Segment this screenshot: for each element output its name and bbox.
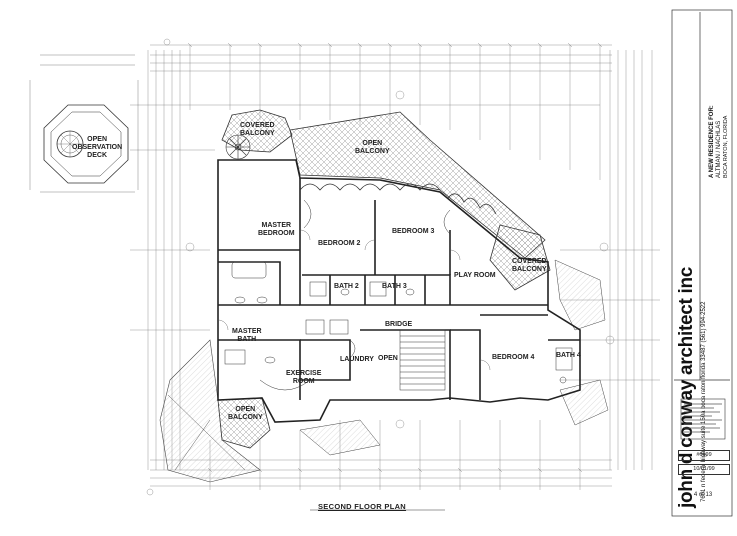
room-label-bath-2: BATH 2: [334, 283, 359, 290]
drawing-date: 10/01/99: [678, 464, 730, 475]
room-label-bedroom-2: BEDROOM 2: [318, 240, 361, 247]
room-label-open-balcony-bottom: OPEN BALCONY: [228, 406, 263, 421]
project-location: BOCA RATON, FLORIDA: [723, 115, 729, 178]
project-title: A NEW RESIDENCE FOR:: [709, 105, 715, 178]
job-number: #6999: [678, 450, 730, 461]
room-label-bath-4: BATH 4: [556, 352, 581, 359]
room-label-open-observation-deck: OPEN OBSERVATION DECK: [72, 136, 123, 159]
room-label-open-balcony-top: OPEN BALCONY: [355, 140, 390, 155]
room-label-bedroom-4: BEDROOM 4: [492, 354, 535, 361]
room-label-laundry: LAUNDRY: [340, 356, 374, 363]
plan-title: SECOND FLOOR PLAN: [318, 502, 407, 511]
sheet-number: 4 of 13: [693, 492, 713, 498]
room-label-bridge: BRIDGE: [385, 321, 413, 328]
title-block: john d conway architect inc 7601 n feder…: [672, 10, 732, 516]
client-name: ALTMAN / NACHLAS: [716, 120, 722, 178]
room-label-bedroom-3: BEDROOM 3: [392, 228, 435, 235]
room-label-master-bedroom: MASTER BEDROOM: [258, 222, 295, 237]
room-label-play-room: PLAY ROOM: [454, 272, 496, 279]
room-label-open: OPEN: [378, 355, 398, 362]
room-label-covered-balcony-top: COVERED BALCONY: [240, 122, 275, 137]
room-label-exercise-room: EXERCISE ROOM: [286, 370, 322, 385]
room-label-covered-balcony-right: COVERED BALCONY: [512, 258, 547, 273]
room-label-master-bath: MASTER BATH: [232, 328, 262, 343]
architect-seal: [680, 398, 726, 440]
room-label-bath-3: BATH 3: [382, 283, 407, 290]
